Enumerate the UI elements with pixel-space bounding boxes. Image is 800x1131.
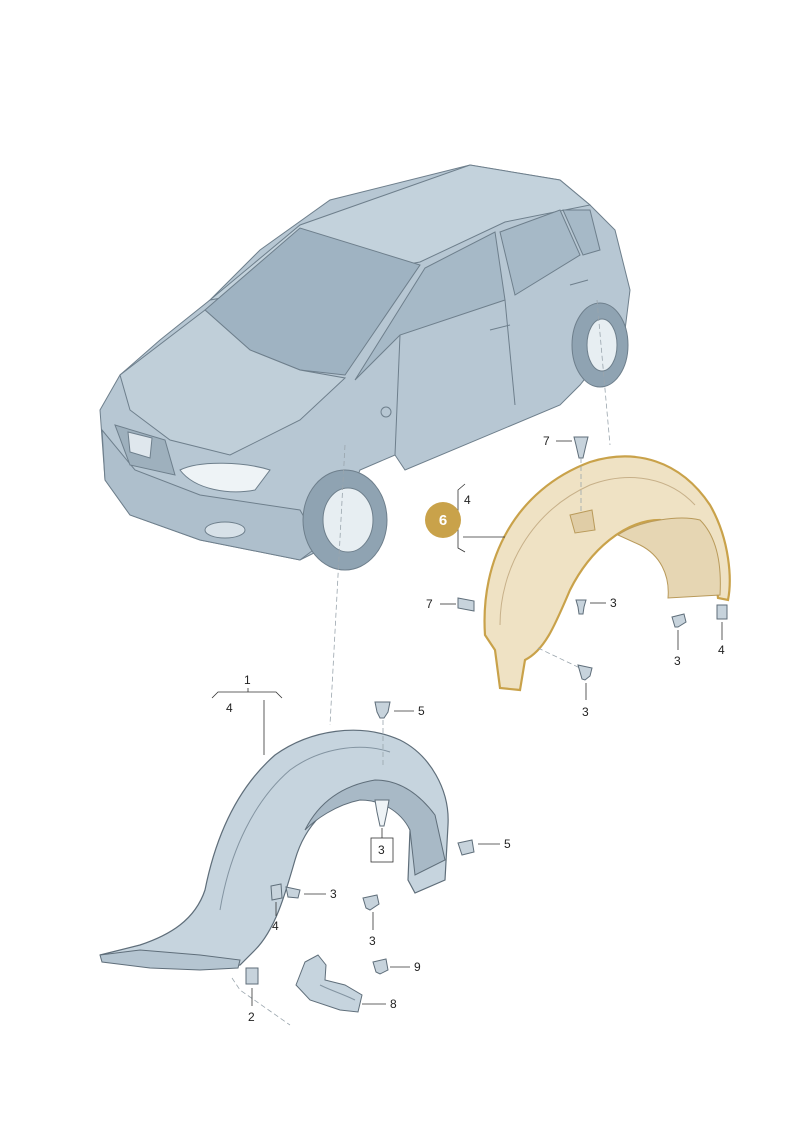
rear-liner-callout[interactable]: 6 <box>425 502 505 538</box>
rear-liner-mount-tab <box>569 509 596 534</box>
front-center-screw-icon[interactable] <box>374 799 390 827</box>
car-door-line <box>394 334 401 456</box>
car-rear-side-window <box>499 209 581 296</box>
rear-screw-bottom-icon[interactable] <box>577 664 593 681</box>
mudflap-part <box>295 954 363 1013</box>
front-fasteners: 1 4 5 3 5 3 4 3 2 <box>211 673 511 1026</box>
car-door-handle-rear <box>569 279 589 286</box>
mudflap-detail <box>319 984 356 1001</box>
mudflap-screw-icon[interactable] <box>372 958 389 975</box>
car-headlight <box>179 462 271 493</box>
front-clip-right-icon[interactable] <box>457 839 475 856</box>
callout-rear-screw-right: 3 <box>674 654 681 668</box>
front-screw-right-icon[interactable] <box>285 886 301 899</box>
brand-logo-icon <box>127 431 153 459</box>
car-quarter-window <box>562 209 601 256</box>
car-mirror <box>380 406 392 418</box>
rear-rivet-top-icon[interactable] <box>573 436 589 459</box>
callout-front-clip-right: 5 <box>504 837 511 851</box>
rear-fasteners: 7 7 3 3 4 3 4 <box>426 434 728 719</box>
rear-screw-inner-icon[interactable] <box>575 599 587 615</box>
callout-front-group-sub: 4 <box>226 701 233 715</box>
rear-screw-bottom-dash <box>537 647 581 669</box>
callout-front-group: 1 <box>244 673 251 687</box>
callout-rear-highlight: 6 <box>439 512 447 529</box>
rear-liner-ridge <box>499 477 696 626</box>
front-screw-lower-icon[interactable] <box>362 894 380 911</box>
car-front-wheel-rim <box>322 487 374 553</box>
front-clip-bottom-dash <box>231 977 291 1026</box>
car-illustration <box>99 164 631 571</box>
rear-liner-inner-flange <box>616 517 721 599</box>
car-hood <box>119 309 347 456</box>
front-group-bracket <box>211 691 283 699</box>
car-fog-light <box>204 521 246 539</box>
mudflap-assembly[interactable]: 8 9 <box>295 954 421 1013</box>
callout-front-screw-lower: 3 <box>369 934 376 948</box>
car-rear-wheel-rim <box>586 318 618 372</box>
callout-mudflap: 8 <box>390 997 397 1011</box>
callout-rear-rivet-left: 7 <box>426 597 433 611</box>
callout-rear-nut-right: 4 <box>718 643 725 657</box>
rear-rivet-left-icon[interactable] <box>457 597 475 612</box>
callout-rear-screw-inner: 3 <box>610 596 617 610</box>
callout-front-nut-left: 4 <box>272 919 279 933</box>
front-clip-top-icon[interactable] <box>374 701 391 719</box>
car-door-handle-front <box>489 324 511 331</box>
callout-rear-screw-bottom: 3 <box>582 705 589 719</box>
car-front-side-window <box>354 231 506 381</box>
rear-wheelhouse-liner[interactable] <box>483 455 731 692</box>
front-clip-bottom-icon[interactable] <box>245 967 259 985</box>
rear-screw-right-icon[interactable] <box>671 613 687 628</box>
callout-front-center-screw: 3 <box>378 843 385 857</box>
callout-rear-group-sub: 4 <box>464 493 471 507</box>
front-liner-inner-wall <box>304 779 446 876</box>
callout-front-clip-top: 5 <box>418 704 425 718</box>
highlight-badge <box>425 502 461 538</box>
callout-rear-rivet-top: 7 <box>543 434 550 448</box>
rear-nut-right-icon[interactable] <box>716 604 728 620</box>
callout-mudflap-screw: 9 <box>414 960 421 974</box>
car-front-bumper <box>101 428 321 561</box>
leader-rear-wheelhouse <box>596 299 611 446</box>
callout-front-clip-bottom: 2 <box>248 1010 255 1024</box>
leader-front-wheelhouse <box>329 444 346 726</box>
front-wheelhouse-liner[interactable] <box>99 729 449 971</box>
callout-front-screw-right: 3 <box>330 887 337 901</box>
front-liner-ridge <box>219 746 391 911</box>
front-nut-left-icon[interactable] <box>270 883 283 901</box>
front-center-screw-label-box <box>370 837 394 863</box>
front-liner-lower-lip <box>99 949 241 971</box>
car-door-line-rear <box>504 299 516 406</box>
